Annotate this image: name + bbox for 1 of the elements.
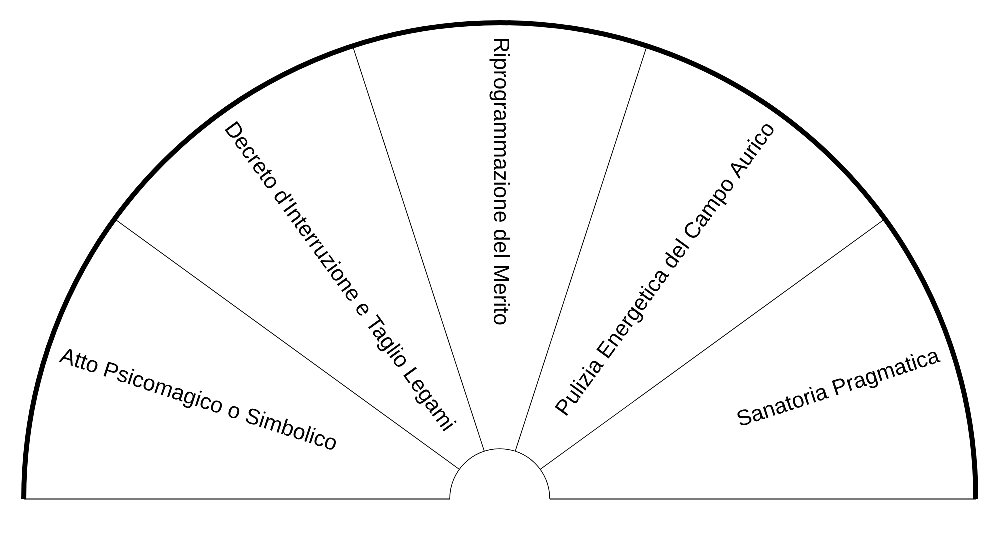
sector-label: Riprogrammazione del Merito xyxy=(490,39,510,325)
